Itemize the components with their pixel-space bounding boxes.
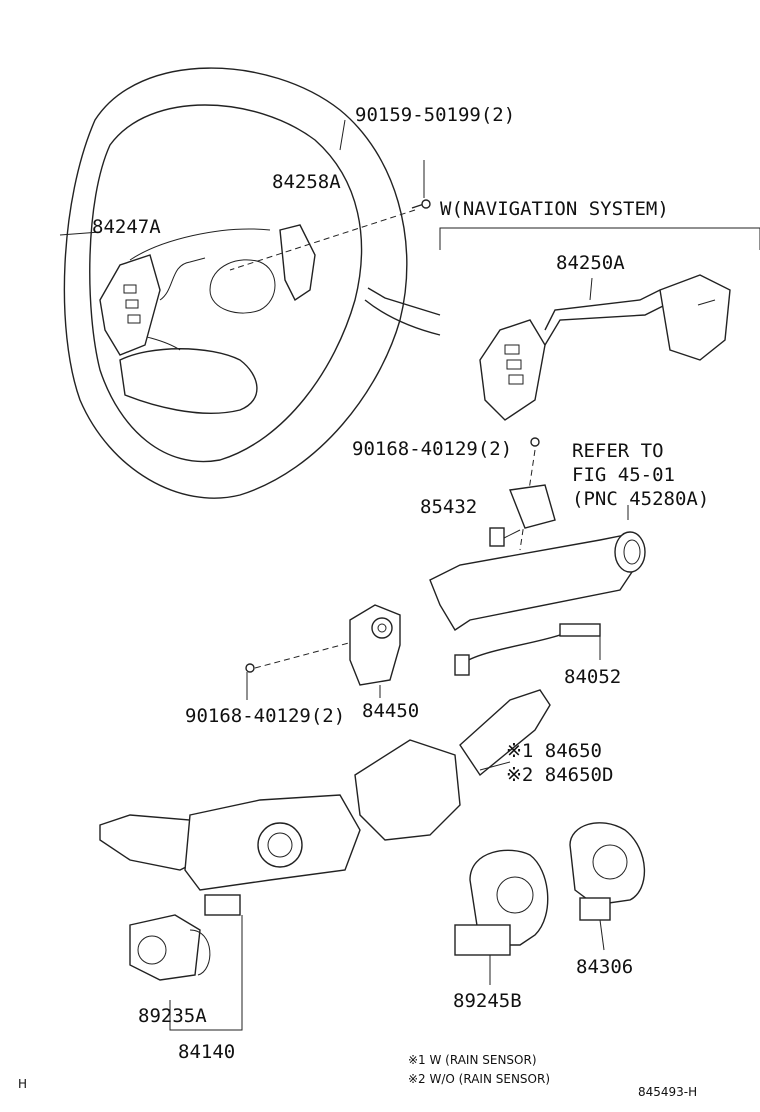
sensor-drawing	[569, 822, 646, 951]
label-84650d: ※2 84650D	[506, 764, 614, 786]
lock-drawing	[245, 604, 401, 700]
label-89235a: 89235A	[138, 1005, 207, 1027]
label-84247a: 84247A	[92, 216, 161, 238]
label-fig-45-01: FIG 45-01	[572, 464, 675, 486]
note-rain-sensor-without: ※2 W/O (RAIN SENSOR)	[408, 1072, 551, 1086]
label-90159-50199: 90159-50199(2)	[355, 104, 516, 126]
label-84450: 84450	[362, 700, 420, 722]
label-90168-40129-upper: 90168-40129(2)	[352, 438, 513, 460]
label-84258a: 84258A	[272, 171, 341, 193]
label-refer-to: REFER TO	[572, 440, 664, 462]
label-90168-40129-lower: 90168-40129(2)	[185, 705, 346, 727]
wiper-switch-drawing	[354, 689, 551, 841]
label-89245b: 89245B	[453, 990, 522, 1012]
label-84140: 84140	[178, 1041, 236, 1063]
note-rain-sensor-with: ※1 W (RAIN SENSOR)	[408, 1053, 537, 1067]
combination-switch-drawing	[99, 794, 361, 1031]
column-drawing	[429, 484, 646, 631]
label-84052: 84052	[564, 666, 622, 688]
corner-code-right: 845493-H	[638, 1085, 698, 1099]
spiral-cable-drawing	[454, 849, 549, 985]
label-84650: ※1 84650	[506, 740, 602, 762]
label-navigation-system: W(NAVIGATION SYSTEM)	[440, 198, 669, 220]
corner-code-left: H	[18, 1077, 28, 1091]
label-pnc-45280a: (PNC 45280A)	[572, 488, 710, 510]
label-84250a: 84250A	[556, 252, 625, 274]
steering-wheel-drawing	[59, 67, 441, 499]
nav-switch-drawing	[479, 274, 731, 421]
label-84306: 84306	[576, 956, 634, 978]
label-85432: 85432	[420, 496, 478, 518]
